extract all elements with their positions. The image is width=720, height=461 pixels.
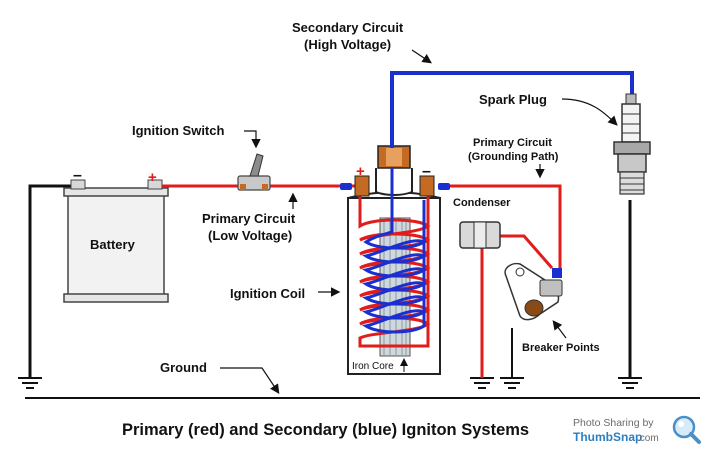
secondary-circuit-arrow (411, 49, 432, 64)
watermark-brand: ThumbSnap (573, 430, 642, 444)
battery-label: Battery (90, 237, 136, 252)
ground-symbol-battery (18, 377, 42, 389)
battery (63, 179, 169, 303)
battery-positive-sign: + (148, 169, 157, 186)
spark-plug-label: Spark Plug (479, 92, 547, 107)
ground-symbol-primary (470, 377, 494, 389)
ground-symbol-spark-plug (618, 377, 642, 389)
ignition-coil (340, 145, 450, 375)
condenser (459, 221, 501, 249)
diagram-title: Primary (red) and Secondary (blue) Ignit… (122, 421, 529, 439)
watermark-domain: .com (637, 433, 659, 444)
thumbsnap-watermark[interactable]: Photo Sharing by ThumbSnap .com (566, 412, 708, 450)
condenser-wire (500, 234, 554, 269)
secondary-circuit-sublabel: (High Voltage) (304, 37, 391, 52)
primary-wire-coil-to-points (440, 184, 562, 270)
spark-plug (613, 93, 651, 195)
condenser-label: Condenser (453, 197, 511, 209)
breaker-points-arrow (552, 320, 567, 339)
secondary-wire (390, 71, 634, 148)
ignition-switch-arrow (244, 130, 261, 149)
ignition-switch-label: Ignition Switch (132, 123, 224, 138)
primary-circuit-sublabel: (Low Voltage) (208, 228, 292, 243)
iron-core-label: Iron Core (352, 361, 394, 372)
ignition-coil-label: Ignition Coil (230, 286, 305, 301)
secondary-circuit-label: Secondary Circuit (292, 20, 404, 35)
primary-circuit-grounding-sublabel: (Grounding Path) (468, 151, 559, 163)
ignition-switch[interactable] (237, 153, 271, 191)
spark-plug-arrow (561, 98, 618, 126)
breaker-points-label: Breaker Points (522, 342, 600, 354)
breaker-points (504, 262, 563, 321)
ground-wire-battery (28, 184, 77, 378)
primary-circuit-label: Primary Circuit (202, 211, 296, 226)
coil-positive-sign: + (356, 163, 365, 180)
primary-circuit-grounding-label: Primary Circuit (473, 137, 552, 149)
magnifier-icon (672, 415, 701, 444)
coil-negative-sign: – (422, 163, 431, 180)
watermark-line1: Photo Sharing by (573, 417, 654, 429)
battery-negative-sign: – (73, 167, 82, 184)
ground-symbol-points (500, 377, 524, 389)
ground-label: Ground (160, 360, 207, 375)
ground-arrow (220, 367, 280, 394)
